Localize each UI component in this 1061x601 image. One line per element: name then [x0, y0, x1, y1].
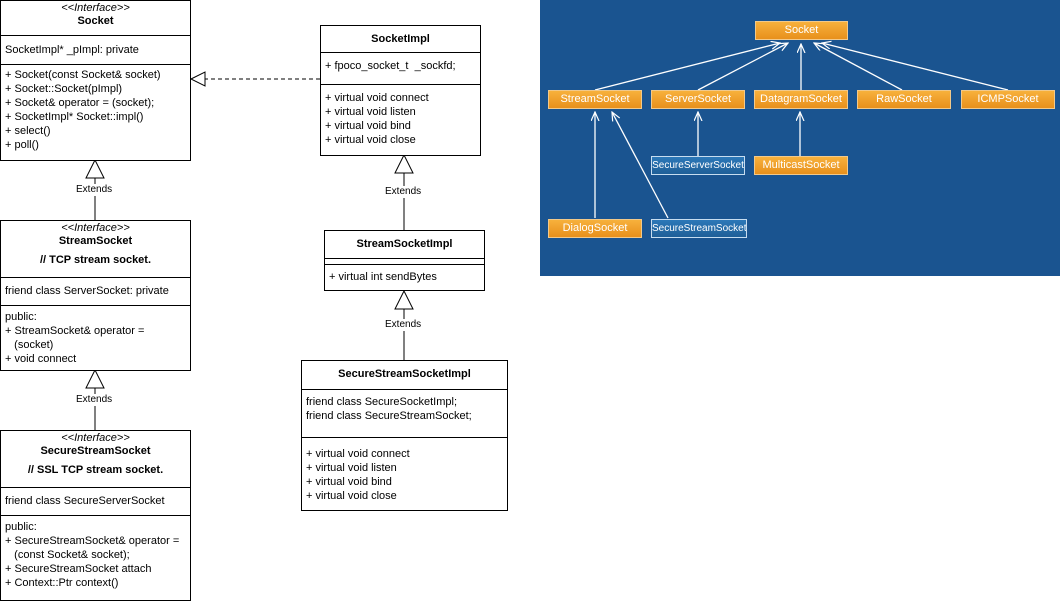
- uml-class-stream-socket-impl: StreamSocketImpl + virtual int sendBytes: [324, 230, 485, 291]
- extends-label: Extends: [384, 319, 423, 331]
- node-multicast-socket: MulticastSocket: [754, 156, 848, 175]
- uml-class-socket: <<Interface>> Socket SocketImpl* _pImpl:…: [0, 0, 191, 161]
- attribute: SocketImpl* _pImpl: private: [5, 44, 139, 56]
- operation: + Socket::Socket(pImpl): [5, 83, 123, 95]
- inherit-arrow-socket: [85, 158, 105, 179]
- realization-arrow: [189, 71, 206, 87]
- operation: + SecureStreamSocket& operator =: [5, 535, 180, 547]
- inherit-arrow-stream-socket-impl: [394, 289, 414, 310]
- class-comment: // SSL TCP stream socket.: [27, 464, 164, 476]
- hierarchy-connectors: [540, 0, 1009, 219]
- operation: + virtual void listen: [306, 462, 397, 474]
- stereotype: <<Interface>>: [61, 432, 130, 444]
- stereotype: <<Interface>>: [61, 2, 130, 14]
- operation: + virtual void connect: [325, 92, 429, 104]
- node-dialog-socket: DialogSocket: [548, 219, 642, 238]
- node-icmp-socket: ICMPSocket: [961, 90, 1055, 109]
- attribute: + fpoco_socket_t _sockfd;: [325, 60, 456, 72]
- operation: + SocketImpl* Socket::impl(): [5, 111, 144, 123]
- operation: + virtual void bind: [325, 120, 411, 132]
- attribute: friend class SecureServerSocket: [5, 495, 165, 507]
- attribute: friend class SecureSocketImpl;: [306, 396, 458, 408]
- node-datagram-socket: DatagramSocket: [754, 90, 848, 109]
- operation: + Socket& operator = (socket);: [5, 97, 155, 109]
- edge-rawsocket-socket: [814, 43, 903, 91]
- operation: + virtual int sendBytes: [329, 271, 437, 283]
- operation: + virtual void connect: [306, 448, 410, 460]
- extends-label: Extends: [75, 394, 114, 406]
- class-name: SecureStreamSocketImpl: [338, 368, 471, 380]
- operation: + virtual void bind: [306, 476, 392, 488]
- uml-class-stream-socket: <<Interface>> StreamSocket // TCP stream…: [0, 220, 191, 371]
- edge-serversocket-socket: [697, 43, 788, 91]
- class-hierarchy-panel: Socket StreamSocket ServerSocket Datagra…: [540, 0, 1060, 276]
- operation: + Context::Ptr context(): [5, 577, 119, 589]
- inherit-arrow-stream-socket: [85, 368, 105, 389]
- operation: public:: [5, 521, 37, 533]
- uml-class-socket-impl: SocketImpl + fpoco_socket_t _sockfd; + v…: [320, 25, 481, 156]
- operation: + select(): [5, 125, 51, 137]
- operation: + StreamSocket& operator =: [5, 325, 145, 337]
- uml-class-secure-stream-socket-impl: SecureStreamSocketImpl friend class Secu…: [301, 360, 508, 511]
- node-secure-server-socket: SecureServerSocket: [651, 156, 745, 175]
- uml-class-secure-stream-socket: <<Interface>> SecureStreamSocket // SSL …: [0, 430, 191, 601]
- class-name: StreamSocket: [58, 235, 133, 247]
- operation: + poll(): [5, 139, 39, 151]
- class-name: Socket: [77, 15, 114, 27]
- class-name: StreamSocketImpl: [356, 238, 453, 250]
- node-raw-socket: RawSocket: [857, 90, 951, 109]
- operation: + Socket(const Socket& socket): [5, 69, 161, 81]
- operation: (const Socket& socket);: [5, 549, 130, 561]
- class-name: SocketImpl: [371, 33, 430, 45]
- node-secure-stream-socket: SecureStreamSocket: [651, 219, 747, 238]
- operation: + SecureStreamSocket attach: [5, 563, 152, 575]
- inherit-arrow-socket-impl: [394, 153, 414, 174]
- operation: (socket): [5, 339, 54, 351]
- edge-streamsocket-socket: [594, 43, 780, 91]
- operation: + void connect: [5, 353, 77, 365]
- operation: + virtual void listen: [325, 106, 416, 118]
- edge-icmpsocket-socket: [822, 43, 1009, 91]
- stereotype: <<Interface>>: [61, 222, 130, 234]
- attribute: friend class ServerSocket: private: [5, 285, 169, 297]
- attribute: friend class SecureStreamSocket;: [306, 410, 472, 422]
- extends-label: Extends: [384, 186, 423, 198]
- node-server-socket: ServerSocket: [651, 90, 745, 109]
- operation: public:: [5, 311, 37, 323]
- class-comment: // TCP stream socket.: [39, 254, 152, 266]
- operation: + virtual void close: [325, 134, 416, 146]
- class-name: SecureStreamSocket: [40, 445, 151, 457]
- operation: + virtual void close: [306, 490, 397, 502]
- node-stream-socket: StreamSocket: [548, 90, 642, 109]
- extends-label: Extends: [75, 184, 114, 196]
- empty-attributes-section: [325, 258, 484, 264]
- node-socket: Socket: [755, 21, 848, 40]
- edge-securestreamsocket-streamsocket: [612, 112, 669, 219]
